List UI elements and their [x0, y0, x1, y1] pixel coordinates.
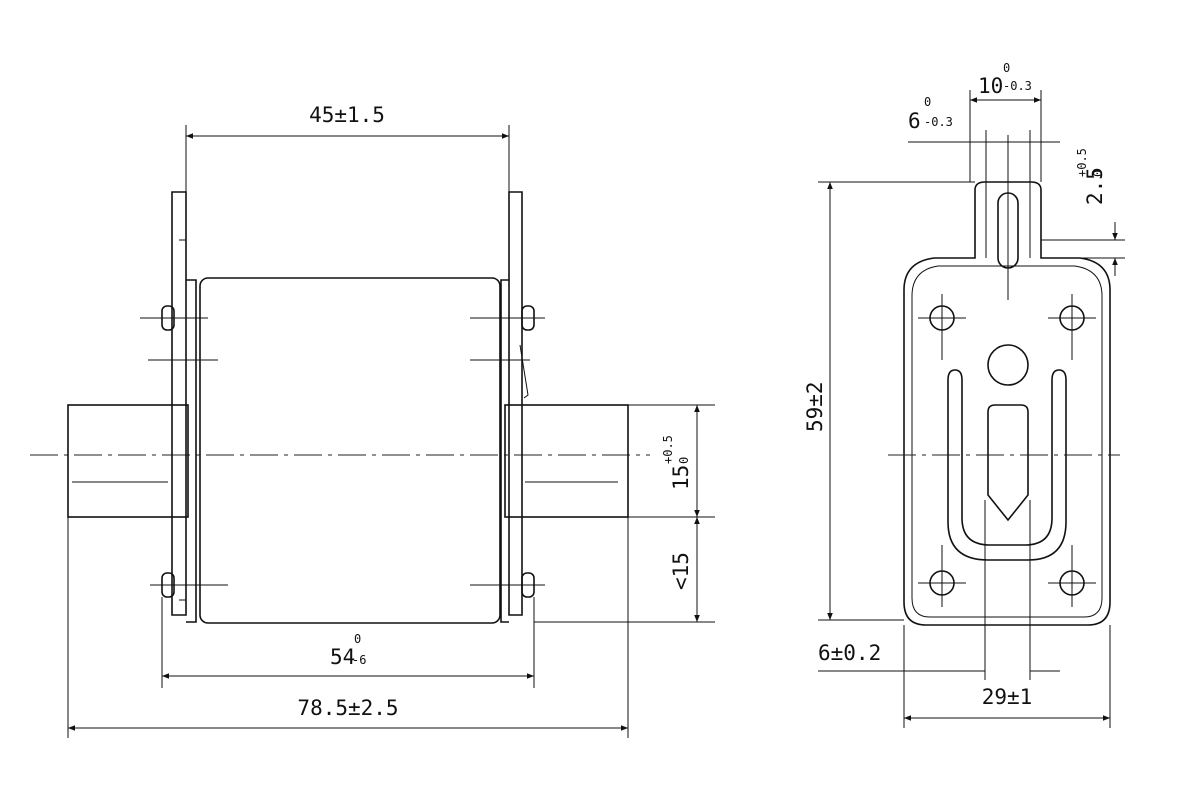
side-view: 10 0 -0.3 6 0 -0.3 2.5 +0.5 0 59±2 6±0.2	[803, 61, 1125, 728]
dim-slot-width: 10	[978, 74, 1003, 98]
dim-body-len-sup: 0	[354, 632, 361, 646]
fuse-body	[199, 277, 501, 624]
dim-thickness-sub: 0	[1091, 170, 1105, 177]
left-end-plate	[171, 191, 187, 616]
dim-inner-width: 6	[908, 109, 921, 133]
dim-body-len: 54	[330, 645, 355, 669]
dim-base-width: 29±1	[982, 685, 1033, 709]
side-outline	[903, 181, 1111, 626]
dim-height: 59±2	[803, 381, 827, 432]
dim-blade-width-sup: +0.5	[661, 435, 675, 464]
dim-body-len-sub: -6	[352, 653, 366, 667]
dim-thickness: 2.5	[1083, 167, 1107, 205]
right-blade	[504, 404, 629, 518]
dim-blade-width: 15	[669, 465, 693, 490]
front-view: 45±1.5 54 0 -6 78.5±2.5 15 +0.5 0 <15	[30, 103, 715, 738]
dim-offset: 6±0.2	[818, 641, 881, 665]
dim-inner-width-sup: 0	[924, 95, 931, 109]
dim-top-width: 45±1.5	[309, 103, 385, 127]
dim-blade-width-sub: 0	[677, 457, 691, 464]
right-end-plate	[508, 191, 523, 616]
left-blade	[67, 404, 189, 518]
dim-inner-width-sub: -0.3	[924, 115, 953, 129]
dim-lower: <15	[669, 552, 693, 590]
dim-slot-width-sub: -0.3	[1003, 79, 1032, 93]
dim-slot-width-sup: 0	[1003, 61, 1010, 75]
dim-total-len: 78.5±2.5	[297, 696, 398, 720]
dim-thickness-sup: +0.5	[1075, 148, 1089, 177]
